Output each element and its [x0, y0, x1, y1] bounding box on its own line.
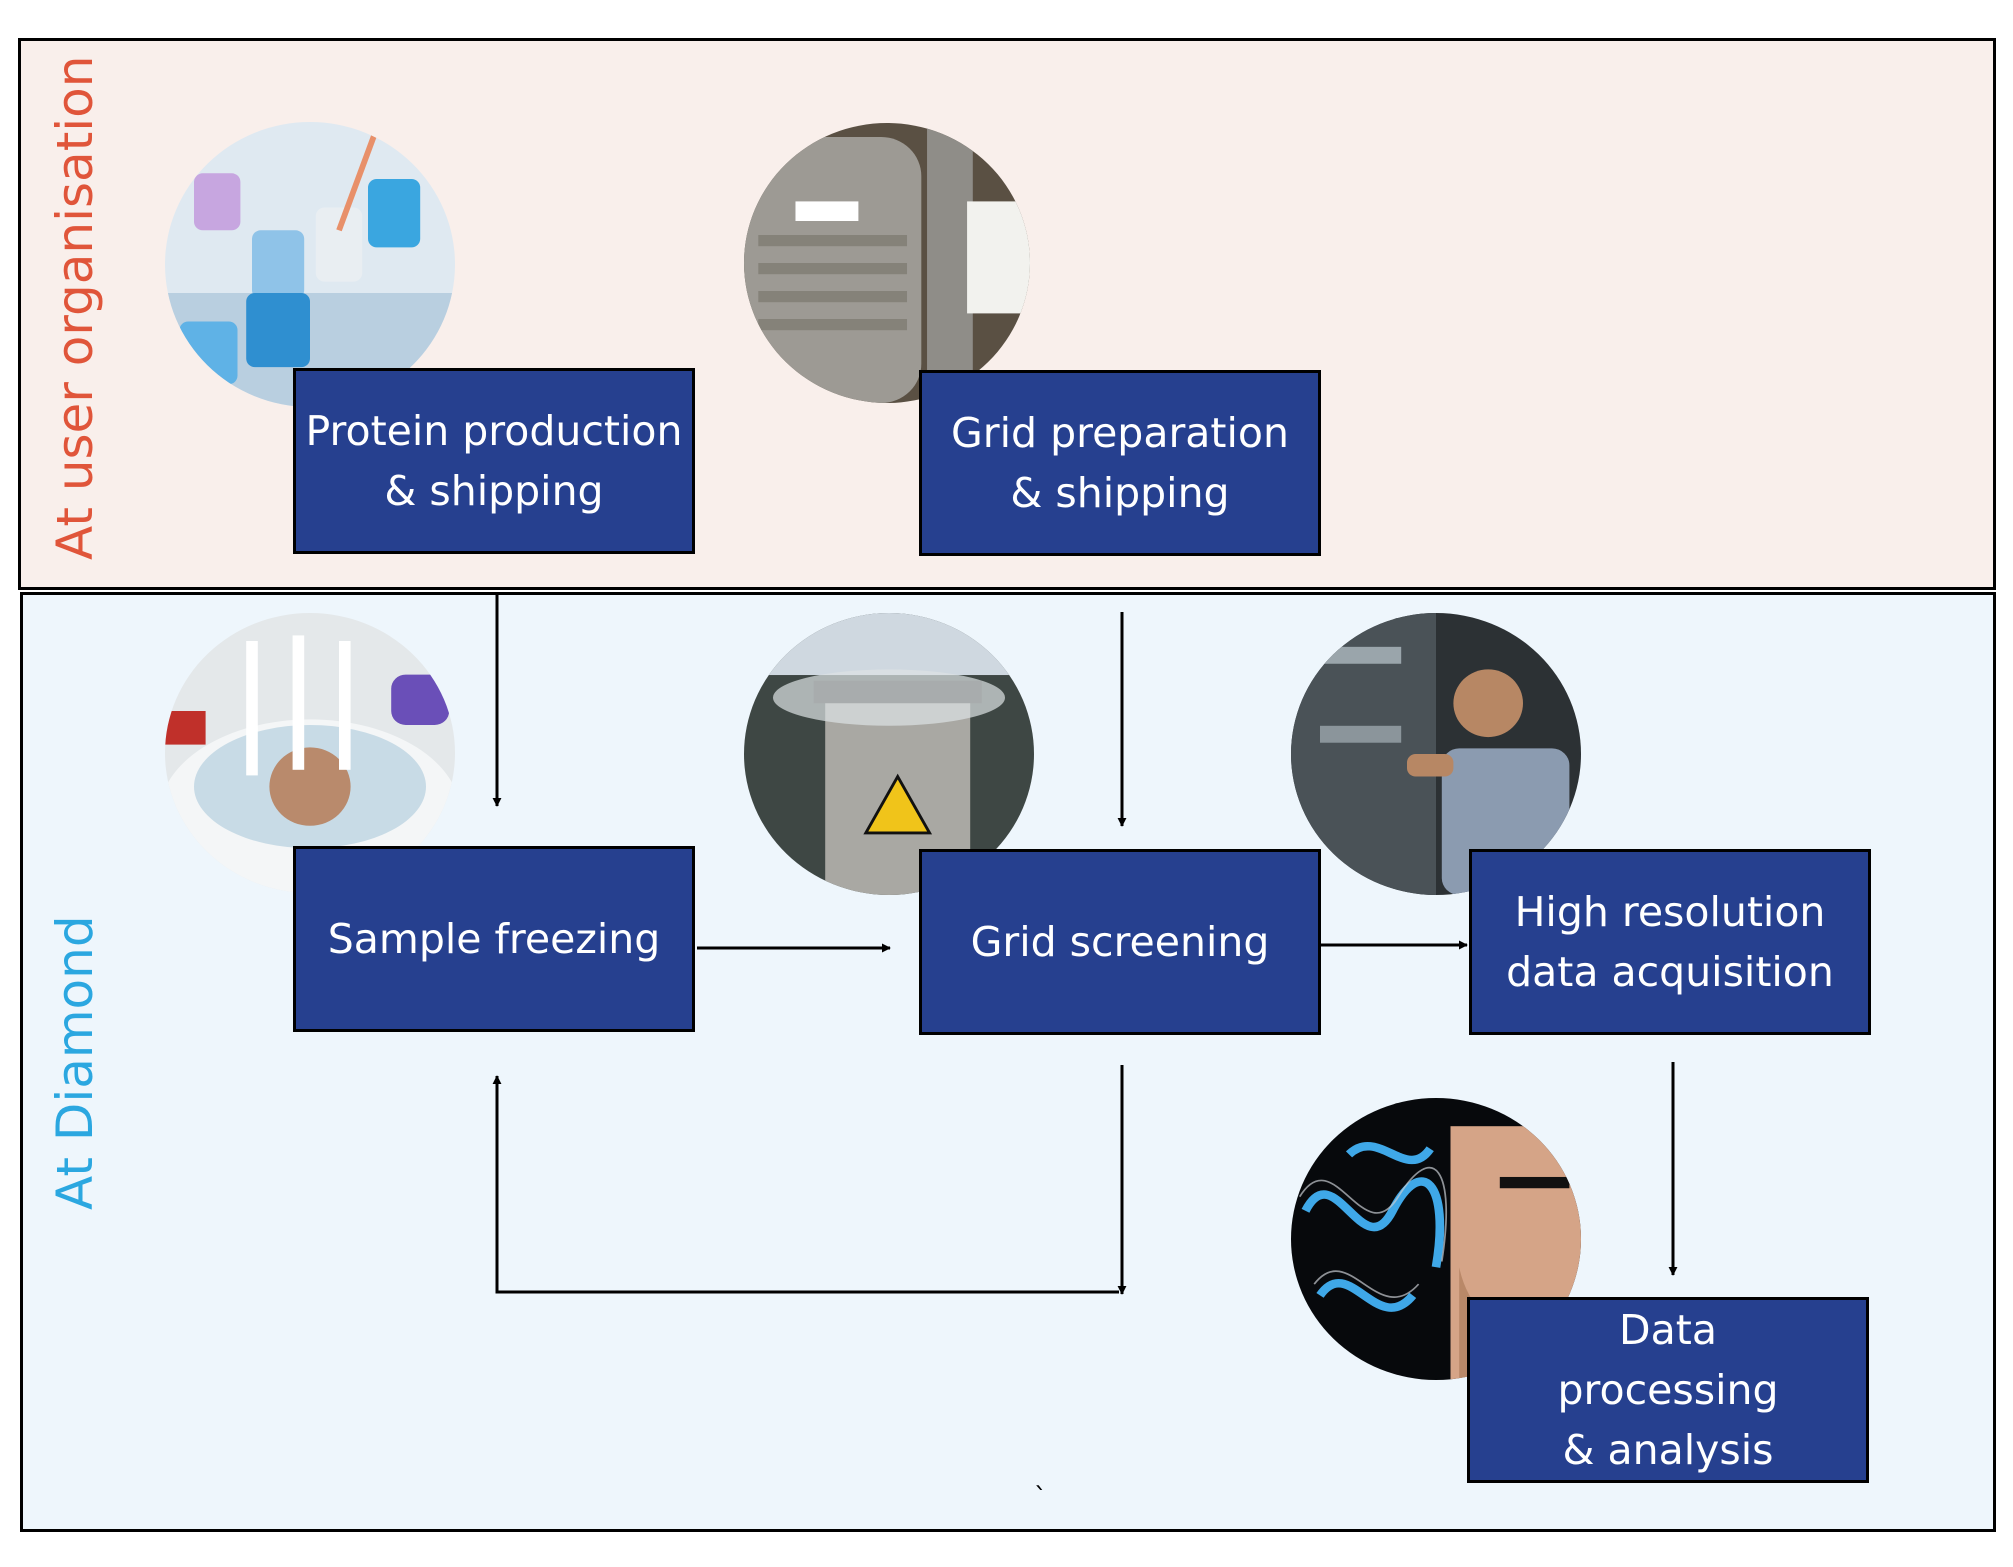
step-data-acquisition: High resolution data acquisition: [1469, 849, 1871, 1035]
cryo-dewar-photo: [744, 613, 1034, 895]
step-grid-preparation: Grid preparation & shipping: [919, 370, 1321, 556]
user-organisation-label: At user organisation: [46, 55, 104, 560]
stray-mark: `: [1034, 1483, 1047, 1513]
step-grid-screening: Grid screening: [919, 849, 1321, 1035]
sample-tubes-photo: [165, 122, 455, 407]
density-map-photo: [1291, 1098, 1581, 1380]
diamond-label: At Diamond: [46, 915, 104, 1210]
step-data-processing: Data processing & analysis: [1467, 1297, 1869, 1483]
step-protein-production: Protein production & shipping: [293, 368, 695, 554]
dewar-photo: [744, 123, 1030, 403]
step-sample-freezing: Sample freezing: [293, 846, 695, 1032]
